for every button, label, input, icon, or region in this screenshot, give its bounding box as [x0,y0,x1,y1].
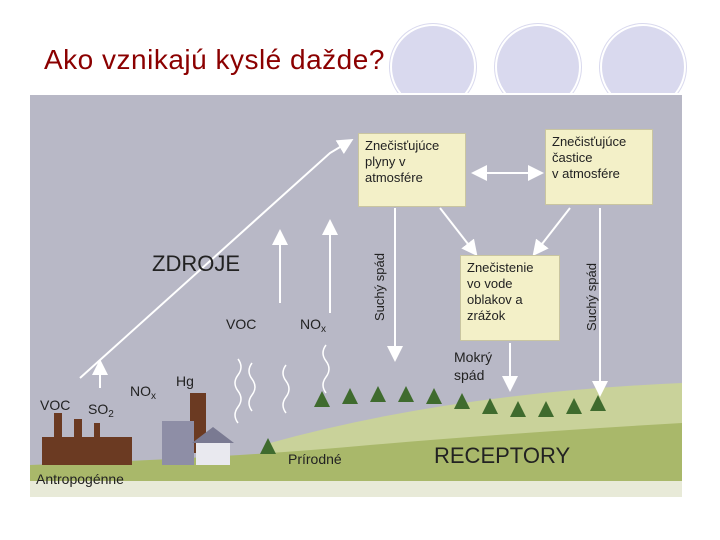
so2-sub: 2 [108,409,114,420]
voc-anthro-label: VOC [40,397,71,413]
emission-waves [234,344,330,424]
tree [398,386,414,402]
dry-deposition-label-1: Suchý spád [372,253,387,321]
tree [590,395,606,411]
nox-natural-sub: x [321,324,326,335]
so2-main: SO [88,401,109,417]
emission-wave-1 [234,358,242,424]
factory-building [42,437,132,465]
factory-chimney-1 [54,413,62,439]
tree [370,386,386,402]
diagram-graphics [30,138,682,497]
nox-natural-main: NO [300,316,321,332]
gases-in-atmosphere-box: Znečisťujúce plyny v atmosfére [358,133,466,207]
arrow-anthro-to-gases [79,138,354,379]
arrows [79,138,608,397]
house-roof [192,427,234,443]
house [196,443,230,465]
dry-deposition-label-2: Suchý spád [584,263,599,331]
wet-deposition-label: Mokrý spád [454,349,493,383]
tree [260,438,276,454]
so2-label: SO2 [88,401,114,420]
hg-label: Hg [176,373,194,389]
power-plant-silo [162,421,194,465]
particles-in-atmosphere-box: Znečisťujúce častice v atmosfére [545,129,653,205]
tree [482,398,498,414]
anthropogenic-label: Antropogénne [36,471,124,487]
arrow-gases-to-cloud [439,207,478,257]
foreground [30,481,682,497]
tree [538,401,554,417]
factory-chimney-2 [74,419,82,439]
acid-rain-diagram: Znečisťujúce plyny v atmosfére Znečisťuj… [30,93,682,497]
tree [314,391,330,407]
receptors-label: RECEPTORY [434,443,571,468]
tree [510,401,526,417]
arrow-particles-to-cloud [532,207,571,257]
tree [426,388,442,404]
emission-wave-4 [322,344,330,394]
emission-wave-2 [248,362,256,412]
nox-natural-label: NOx [300,316,326,335]
natural-label: Prírodné [288,451,342,467]
trees [260,386,606,454]
nox-anthro-sub: x [151,391,156,402]
voc-natural-label: VOC [226,316,257,332]
cloud-water-pollution-box: Znečistenie vo vode oblakov a zrážok [460,255,560,341]
slide-title: Ako vznikajú kyslé dažde? [44,44,385,75]
factory [42,393,234,465]
tree [454,393,470,409]
tree [566,398,582,414]
nox-anthro-main: NO [130,383,151,399]
title-divider [30,93,682,95]
ground [30,423,682,497]
factory-chimney-3 [94,423,100,439]
sources-label: ZDROJE [152,251,240,276]
emission-wave-3 [282,364,290,414]
tree [342,388,358,404]
nox-anthro-label: NOx [130,383,156,402]
